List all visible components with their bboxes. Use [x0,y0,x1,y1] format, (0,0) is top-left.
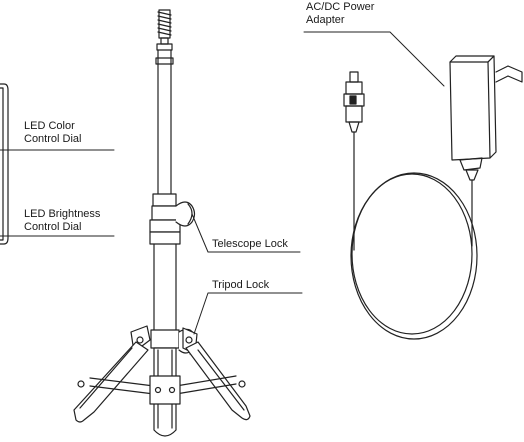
telescope-collar [149,193,196,245]
adapter-body [449,55,523,181]
leader-tripod-lock [193,292,303,335]
label-power-adapter: AC/DC Power Adapter [306,1,375,26]
tripod-legs [73,341,251,437]
adapter-cable [350,131,478,340]
led-control-box [0,83,9,245]
power-adapter [343,55,523,340]
label-led-brightness: LED Brightness Control Dial [24,208,101,233]
leader-telescope-lock [191,213,301,253]
leader-power-adapter [303,31,445,87]
dc-plug [343,71,365,133]
label-led-color: LED Color Control Dial [24,120,82,145]
callout-lines [0,31,445,335]
label-telescope-lock: Telescope Lock [212,238,288,250]
light-stand [73,9,251,437]
stand-thread-top [156,9,173,51]
upper-tube [157,49,172,195]
label-tripod-lock: Tripod Lock [212,279,270,291]
lower-tube [153,243,177,331]
